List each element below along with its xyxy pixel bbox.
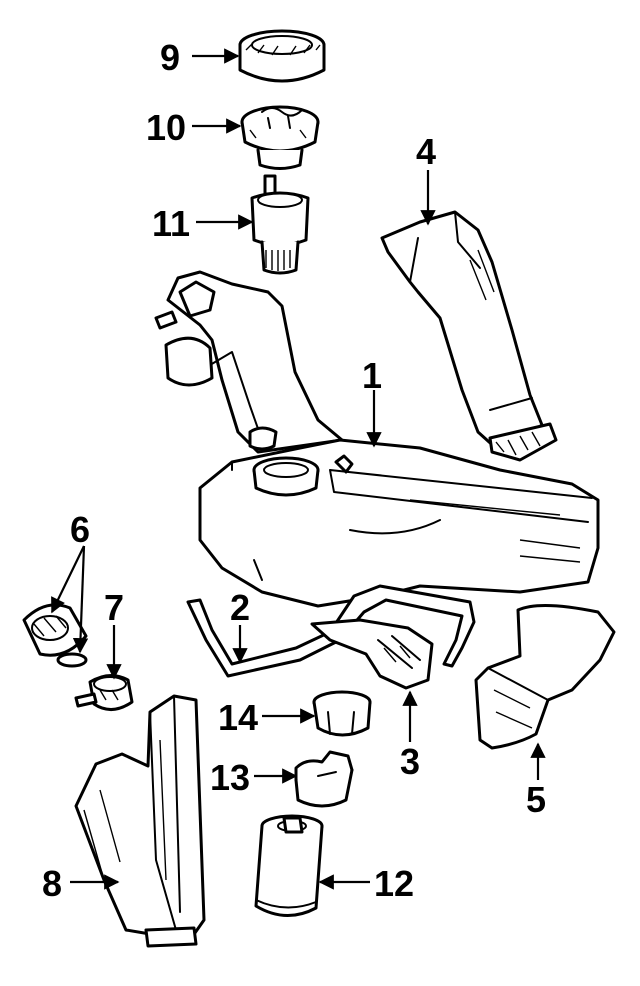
tank-bracket	[310, 618, 434, 690]
fuel-filter	[254, 814, 324, 918]
callout-3: 3	[400, 741, 420, 782]
fuel-pump	[250, 174, 310, 275]
callout-2: 2	[230, 587, 250, 628]
callout-8: 8	[42, 863, 62, 904]
callout-7: 7	[104, 587, 124, 628]
callout-9: 9	[160, 37, 180, 78]
callout-1: 1	[362, 355, 382, 396]
leader-6b	[72, 545, 89, 654]
callout-14: 14	[218, 697, 258, 738]
leader-lines	[51, 48, 546, 890]
filter-bracket	[294, 750, 354, 808]
callout-10: 10	[146, 107, 186, 148]
leader-6a	[51, 545, 85, 614]
filter-clamp-upper	[312, 690, 372, 737]
rear-shield	[474, 604, 616, 750]
heat-shield-upper	[380, 210, 558, 462]
fuel-cap-and-seal	[22, 603, 88, 668]
side-shield	[74, 694, 206, 948]
hose-clamp	[74, 674, 134, 711]
callouts: 9 10 11 4 1 6 7 2 14 13 3 5 8 12	[42, 37, 546, 904]
sending-unit-cover	[240, 105, 320, 170]
fuel-tank	[154, 270, 600, 608]
callout-11: 11	[152, 203, 190, 244]
lock-ring	[238, 29, 326, 83]
callout-12: 12	[374, 863, 414, 904]
callout-13: 13	[210, 757, 250, 798]
callout-4: 4	[416, 131, 436, 172]
callout-5: 5	[526, 779, 546, 820]
callout-6: 6	[70, 509, 90, 550]
